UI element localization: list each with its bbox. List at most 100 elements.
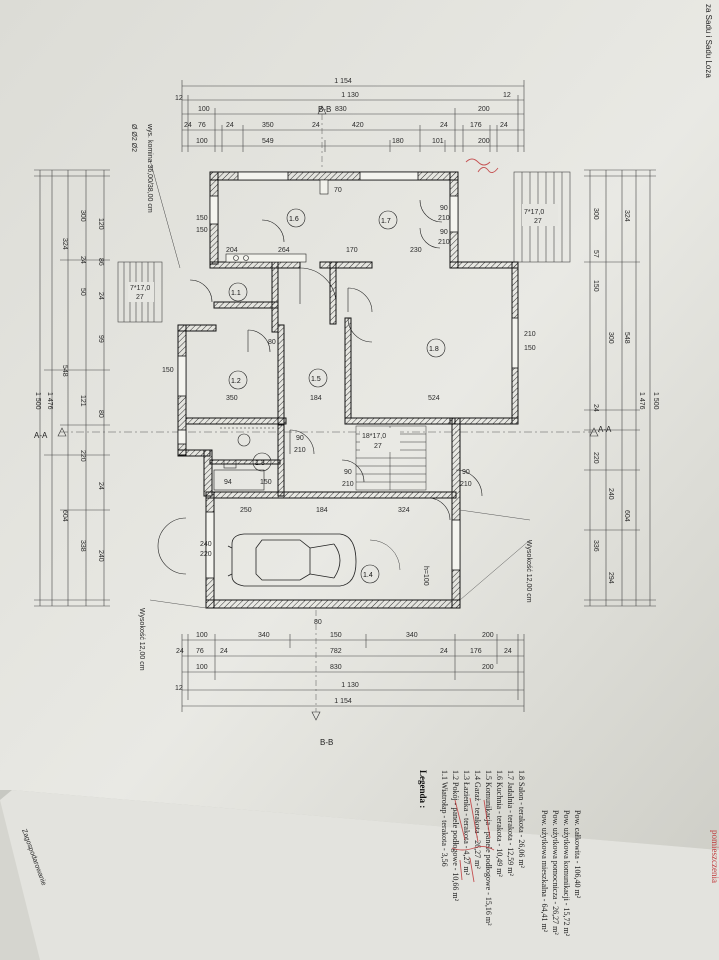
vent-note: wys. komina 36,00/38,00 cm — [146, 123, 153, 213]
svg-text:80: 80 — [268, 339, 276, 346]
svg-text:220: 220 — [79, 450, 86, 462]
svg-text:176: 176 — [470, 648, 482, 655]
legend-item-1-3: 1.3 Łazienka - terakota - 4,27 m² — [462, 770, 471, 876]
room-1-4-label: 1.4 — [363, 572, 373, 579]
svg-text:50: 50 — [79, 288, 86, 296]
svg-text:120: 120 — [97, 218, 104, 230]
svg-text:548: 548 — [61, 365, 68, 377]
dim-right-col: 324 548 604 — [623, 210, 630, 522]
legend: Legenda : 1.1 Wiatrołap - terakota - 3,5… — [418, 770, 582, 937]
car-icon — [227, 533, 357, 587]
top-dimension-chains — [181, 80, 525, 152]
svg-text:121: 121 — [79, 395, 86, 407]
svg-text:100: 100 — [196, 138, 208, 145]
svg-text:80: 80 — [97, 410, 104, 418]
dim-top-row3: 100 549 180 101 200 — [196, 138, 490, 145]
wyzn-note-right: Wysokość 12,00 cm — [525, 540, 532, 603]
svg-text:101: 101 — [432, 138, 444, 145]
dim-inner-width-top: 1 130 — [341, 92, 359, 99]
svg-text:24: 24 — [97, 292, 104, 300]
stair-left-count: 27 — [136, 294, 144, 301]
svg-text:220: 220 — [592, 452, 599, 464]
svg-text:150: 150 — [592, 280, 599, 292]
svg-text:90: 90 — [440, 229, 448, 236]
stair-center-count: 27 — [374, 443, 382, 450]
svg-text:340: 340 — [258, 632, 270, 639]
svg-text:184: 184 — [316, 507, 328, 514]
legend-item-1-7: 1.7 Jadalnia - terakota - 12,59 m² — [506, 770, 515, 877]
svg-text:150: 150 — [162, 367, 174, 374]
dim-left-inner: 1 476 — [46, 392, 53, 410]
svg-text:24: 24 — [220, 648, 228, 655]
legend-total-4: Pow. całkowita - 106,40 m² — [573, 810, 582, 899]
under-sheet — [0, 790, 719, 960]
legend-item-1-1: 1.1 Wiatrołap - terakota - 3,56 — [440, 770, 449, 867]
stair-center-label: 18*17,0 — [362, 433, 386, 440]
svg-text:100: 100 — [198, 106, 210, 113]
svg-text:250: 250 — [240, 507, 252, 514]
svg-text:830: 830 — [335, 106, 347, 113]
svg-text:300: 300 — [592, 208, 599, 220]
room-markers — [228, 208, 446, 584]
svg-text:100: 100 — [196, 664, 208, 671]
svg-text:150: 150 — [260, 479, 272, 486]
svg-text:200: 200 — [482, 632, 494, 639]
windows — [177, 171, 519, 579]
svg-text:548: 548 — [623, 332, 630, 344]
room-1-3-label: 1.3 — [255, 460, 265, 467]
svg-text:150: 150 — [196, 227, 208, 234]
bottom-dimension-chains — [181, 634, 525, 712]
garage-height-note: h=100 — [422, 566, 429, 586]
svg-text:350: 350 — [226, 395, 238, 402]
dim-right-small: 300 57 150 300 24 220 240 336 294 — [592, 208, 614, 584]
legend-item-1-8: 1.8 Salon - terakota - 26,06 m² — [517, 770, 526, 869]
svg-text:240: 240 — [607, 488, 614, 500]
svg-text:24: 24 — [184, 122, 192, 129]
svg-text:76: 76 — [198, 122, 206, 129]
stair-right-count: 27 — [534, 218, 542, 225]
door-swings — [157, 199, 483, 575]
svg-text:340: 340 — [406, 632, 418, 639]
svg-text:24: 24 — [79, 256, 86, 264]
legend-item-1-2: 1.2 Pokój - panele podłogowe - 10,66 m² — [451, 770, 460, 902]
dim-top-row2: 24 76 24 350 24 420 24 176 24 — [184, 122, 508, 129]
svg-text:782: 782 — [330, 648, 342, 655]
svg-text:210: 210 — [524, 331, 536, 338]
svg-text:24: 24 — [592, 404, 599, 412]
svg-text:100: 100 — [196, 632, 208, 639]
svg-text:524: 524 — [428, 395, 440, 402]
svg-text:264: 264 — [278, 247, 290, 254]
svg-text:300: 300 — [79, 210, 86, 222]
dim-edge-bottom-left: 12 — [175, 685, 183, 692]
legend-item-1-5: 1.5 Komunikacja - panele podłogowe - 15,… — [484, 770, 493, 926]
svg-text:604: 604 — [61, 510, 68, 522]
dim-bottom-row1: 100 340 150 340 200 — [196, 632, 494, 639]
svg-text:150: 150 — [196, 215, 208, 222]
svg-text:336: 336 — [592, 540, 599, 552]
dim-left-total: 1 500 — [34, 392, 41, 410]
room-1-2-label: 1.2 — [231, 378, 241, 385]
garage-door-lines — [149, 509, 531, 609]
svg-text:76: 76 — [196, 648, 204, 655]
section-marker-bb-top: B-B — [318, 105, 331, 114]
svg-text:170: 170 — [346, 247, 358, 254]
svg-text:99: 99 — [97, 335, 104, 343]
svg-text:604: 604 — [623, 510, 630, 522]
section-marker-aa-left: A-A — [34, 431, 48, 440]
svg-text:24: 24 — [440, 648, 448, 655]
svg-text:24: 24 — [500, 122, 508, 129]
room-1-5-label: 1.5 — [311, 376, 321, 383]
dim-edge-top-right: 12 — [503, 92, 511, 99]
svg-text:294: 294 — [607, 572, 614, 584]
legend-total-1: Pow. użytkowa mieszkalna - 64,41 m² — [540, 810, 549, 933]
svg-text:210: 210 — [460, 481, 472, 488]
svg-text:90: 90 — [296, 435, 304, 442]
dim-left-col: 324 604 548 — [61, 238, 68, 522]
section-marker-bb-bottom: B-B — [320, 738, 333, 747]
svg-text:70: 70 — [334, 187, 342, 194]
svg-text:176: 176 — [470, 122, 482, 129]
dim-bottom-row3: 100 830 200 — [196, 664, 494, 671]
svg-text:57: 57 — [592, 250, 599, 258]
